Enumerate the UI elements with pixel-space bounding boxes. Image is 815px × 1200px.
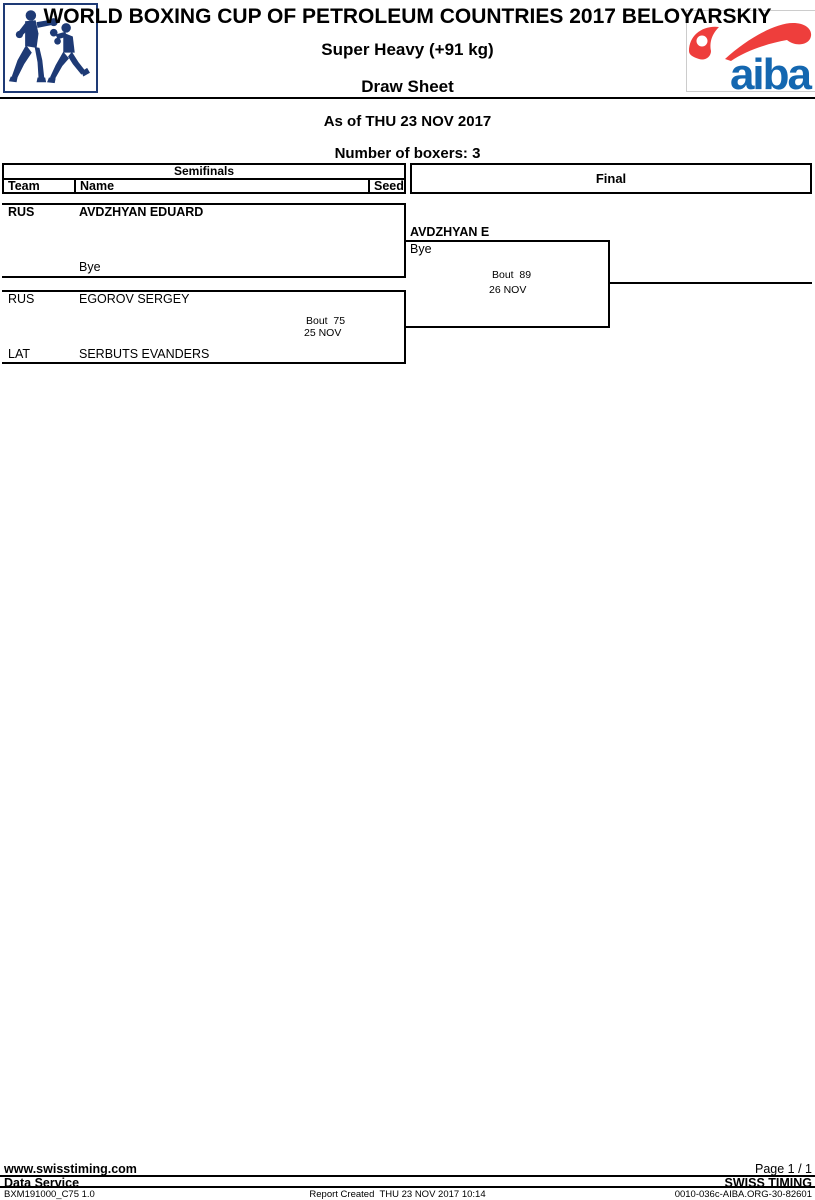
report-created-timestamp: Report Created THU 23 NOV 2017 10:14	[309, 1189, 486, 1200]
footer-divider-1	[0, 1175, 815, 1177]
column-header-row: Team Name Seed	[4, 179, 404, 193]
sf2-boxer2-name: SERBUTS EVANDERS	[79, 347, 210, 361]
footer-divider-2	[0, 1186, 815, 1188]
bracket-line-sf1-winner	[406, 240, 610, 242]
bracket-line-sf1-vertical	[404, 203, 406, 278]
bracket-line-sf1-top	[2, 203, 406, 205]
header-divider	[0, 97, 815, 99]
sheet-type-heading: Draw Sheet	[361, 77, 454, 96]
sf2-bout-date: 25 NOV	[304, 327, 342, 339]
aiba-swoosh-icon	[689, 23, 812, 61]
round-header-semifinals: Semifinals	[4, 165, 404, 180]
bracket-line-final-winner	[608, 282, 812, 284]
column-header-team: Team	[4, 180, 76, 192]
bracket-line-sf1-bottom	[2, 276, 406, 278]
column-header-name: Name	[76, 180, 370, 192]
final-boxer1-note: Bye	[410, 242, 432, 256]
final-boxer1-name: AVDZHYAN E	[410, 225, 490, 239]
sf1-boxer1-name: AVDZHYAN EDUARD	[79, 205, 204, 219]
final-bout-date: 26 NOV	[489, 284, 527, 296]
document-id: 0010-036c-AIBA.ORG-30-82601	[674, 1189, 812, 1200]
sf2-boxer1-name: EGOROV SERGEY	[79, 292, 190, 306]
weight-class-heading: Super Heavy (+91 kg)	[321, 40, 494, 59]
round-header-final: Final	[410, 163, 812, 194]
as-of-date: As of THU 23 NOV 2017	[323, 113, 492, 130]
semifinals-header-table: Semifinals Team Name Seed	[2, 163, 406, 194]
footer-row-3: BXM191000_C75 1.0 0010-036c-AIBA.ORG-30-…	[4, 1189, 812, 1200]
aiba-logo-text: aiba	[729, 50, 812, 99]
bracket-line-sf2-vertical	[404, 290, 406, 364]
bracket-line-final-vertical	[608, 240, 610, 328]
aiba-logo: aiba	[686, 10, 815, 97]
sf1-boxer2-bye: Bye	[79, 260, 101, 274]
boxer-count: Number of boxers: 3	[334, 145, 481, 162]
bracket-line-sf2-top	[2, 290, 406, 292]
bracket-line-sf2-winner	[406, 326, 610, 328]
column-header-seed: Seed	[374, 179, 404, 193]
swisstiming-link[interactable]: www.swisstiming.com	[4, 1162, 137, 1176]
sf2-boxer1-team: RUS	[8, 292, 35, 306]
bracket-line-sf2-bottom	[2, 362, 406, 364]
final-bout-number: Bout 89	[492, 269, 532, 281]
boxing-pictogram-box	[3, 3, 98, 93]
page-title: WORLD BOXING CUP OF PETROLEUM COUNTRIES …	[43, 5, 772, 28]
page-indicator: Page 1 / 1	[755, 1162, 812, 1176]
sf2-boxer2-team: LAT	[8, 347, 30, 361]
sf2-bout-number: Bout 75	[306, 315, 346, 327]
document-code: BXM191000_C75 1.0	[4, 1189, 95, 1200]
sf1-boxer1-team: RUS	[8, 205, 35, 219]
footer-row-1: www.swisstiming.com Page 1 / 1	[4, 1162, 812, 1176]
boxers-icon	[8, 10, 90, 84]
